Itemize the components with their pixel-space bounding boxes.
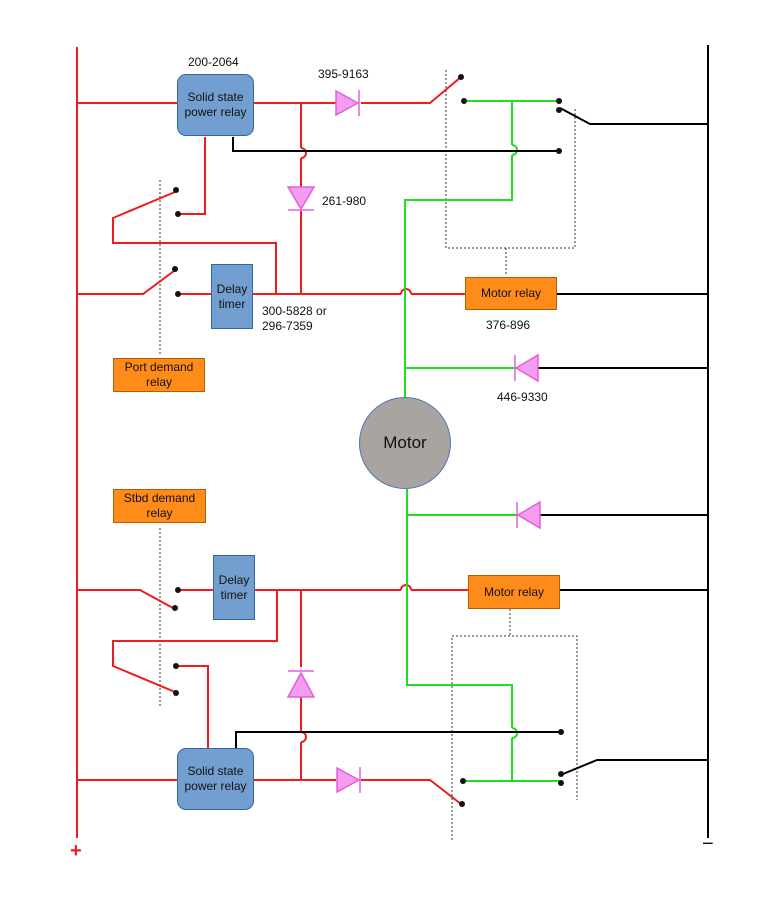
delay-timer-part-number: 300-5828 or 296-7359 — [262, 304, 327, 333]
port-demand-relay: Port demand relay — [113, 358, 205, 392]
motor-relay-part-number: 376-896 — [486, 318, 531, 332]
motor-wiring — [404, 100, 560, 782]
diode-vertical-bottom — [286, 670, 316, 698]
positive-wiring — [77, 76, 468, 805]
positive-terminal: + — [70, 840, 82, 862]
stbd-motor-relay: Motor relay — [468, 575, 560, 609]
diode-motor-top — [514, 353, 539, 383]
negative-terminal: − — [702, 833, 714, 855]
stbd-solid-state-relay: Solid state power relay — [177, 748, 254, 810]
dashed-links — [159, 70, 578, 840]
diode-top-part-number: 395-9163 — [318, 67, 369, 81]
port-delay-timer: Delay timer — [211, 264, 253, 329]
diode-motor-part-number: 446-9330 — [497, 390, 548, 404]
diode-vertical-top — [286, 186, 316, 211]
stbd-demand-relay: Stbd demand relay — [113, 489, 206, 523]
negative-wiring — [232, 107, 708, 775]
stbd-delay-timer: Delay timer — [213, 555, 255, 620]
port-solid-state-relay: Solid state power relay — [177, 74, 254, 136]
diode-bottom — [336, 766, 361, 794]
diode-motor-bottom — [516, 500, 541, 530]
ssr-part-number: 200-2064 — [188, 55, 239, 69]
motor: Motor — [359, 397, 451, 489]
port-motor-relay: Motor relay — [465, 277, 557, 310]
diode-top — [335, 89, 360, 117]
diode-vertical-part-number: 261-980 — [322, 194, 367, 208]
switch-contacts — [172, 74, 564, 807]
